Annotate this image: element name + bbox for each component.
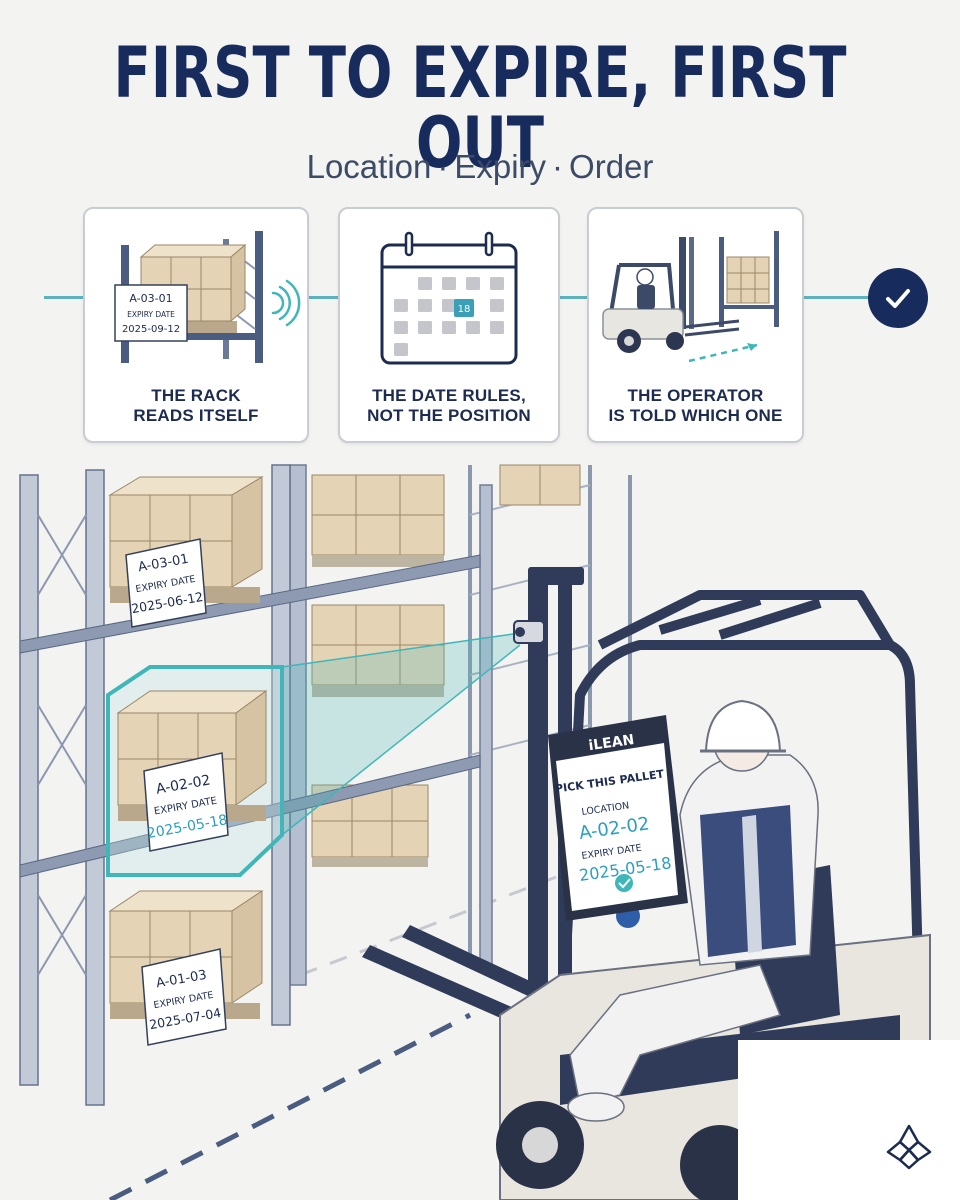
calendar-day-cell [466, 277, 480, 290]
warehouse-scene: A-03-01 EXPIRY DATE 2025-06-12 A-02-02 E… [19, 464, 960, 1200]
calendar-day-cell [490, 321, 504, 334]
page-subtitle: Location·Expiry·Order [306, 148, 654, 185]
wifi-signal-icon [271, 279, 301, 327]
rack-label-highlighted: A-02-02 EXPIRY DATE 2025-05-18 [143, 752, 229, 852]
forklift-operator [567, 699, 819, 1122]
step-card-operator: THE OPERATOR IS TOLD WHICH ONE [587, 207, 804, 443]
step-card-date: 18 THE DATE RULES, NOT THE POSITION [338, 207, 560, 443]
terminal-confirm-check-icon [615, 874, 633, 892]
forklift-icon [602, 231, 779, 363]
rack-tag-location: A-03-01 [129, 292, 172, 305]
rack-tag-date: 2025-09-12 [122, 324, 180, 335]
calendar-day-cell [418, 299, 432, 312]
step-label-rack: THE RACK READS ITSELF [133, 385, 259, 426]
rack-label-upper: A-03-01 EXPIRY DATE 2025-06-12 [125, 538, 207, 628]
calendar-highlight-day: 18 [458, 304, 471, 315]
page-title: FIRST TO EXPIRE, FIRST OUT [113, 32, 847, 184]
forklift-terminal: iLEAN PICK THIS PALLET LOCATION A-02-02 … [548, 715, 688, 921]
checkmark-icon [886, 289, 910, 308]
calendar-day-cell [466, 321, 480, 334]
calendar-day-cell [394, 299, 408, 312]
step-card-rack: A-03-01 EXPIRY DATE 2025-09-12 THE RACK … [83, 207, 309, 443]
rack-tag-caption: EXPIRY DATE [127, 310, 175, 319]
subtitle-expiry: Expiry [454, 148, 547, 185]
terminal-brand: iLEAN [588, 732, 636, 754]
calendar-day-cell [418, 277, 432, 290]
completion-check-badge [868, 268, 928, 328]
step-label-date: THE DATE RULES, NOT THE POSITION [367, 385, 531, 426]
calendar-day-cell [442, 277, 456, 290]
calendar-day-cell [442, 299, 456, 312]
calendar-day-cell [490, 299, 504, 312]
subtitle-location: Location [306, 148, 432, 185]
step-label-operator: THE OPERATOR IS TOLD WHICH ONE [608, 385, 783, 426]
brand-flower-icon [886, 1124, 932, 1170]
calendar-day-cell [394, 321, 408, 334]
scanner-camera [513, 620, 545, 644]
subtitle-order: Order [569, 148, 654, 185]
calendar-day-cell [418, 321, 432, 334]
calendar-day-cell [442, 321, 456, 334]
calendar-icon: 18 [380, 231, 518, 365]
calendar-day-cell [490, 277, 504, 290]
calendar-day-cell [394, 343, 408, 356]
rack-label-lower: A-01-03 EXPIRY DATE 2025-07-04 [141, 948, 227, 1046]
rack-illustration: A-03-01 EXPIRY DATE 2025-09-12 [114, 231, 301, 363]
